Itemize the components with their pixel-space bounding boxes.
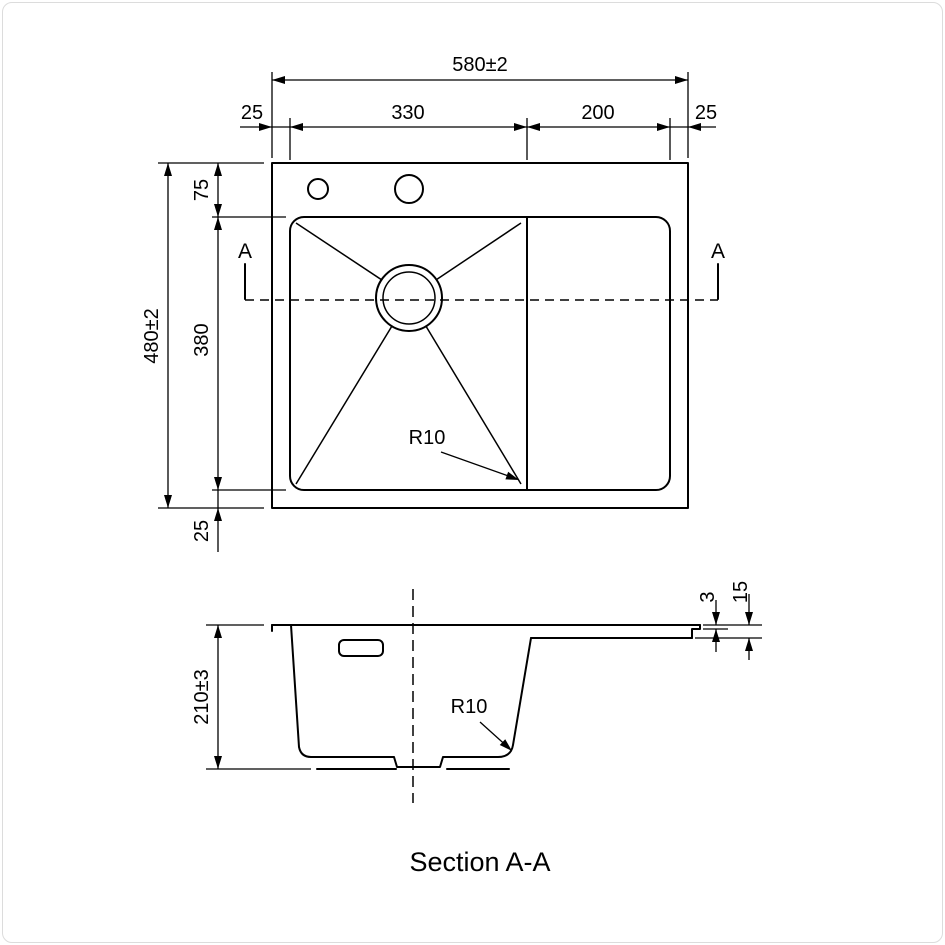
- dim-rim-height: 15: [695, 581, 762, 660]
- dim-rim-height-label: 15: [730, 581, 752, 603]
- section-marker-left: A: [238, 240, 252, 263]
- dim-overall-height-label: 480±2: [141, 308, 163, 363]
- dim-overall-height: 480±2: [141, 162, 264, 509]
- dim-bowl-width-label: 330: [391, 102, 424, 124]
- dim-depth-label: 210±3: [191, 669, 213, 724]
- bowl-outline: [289, 216, 671, 491]
- dim-bottom-margin-label: 25: [191, 520, 213, 542]
- radius-label-top: R10: [409, 427, 446, 449]
- drain-circle-inner: [382, 271, 436, 325]
- drain-circle-outer: [375, 264, 443, 332]
- dim-rim-lip-label: 3: [697, 591, 719, 602]
- dim-left-margin-label: 25: [241, 102, 263, 124]
- faucet-hole-small: [307, 178, 329, 200]
- radius-label-section: R10: [451, 696, 488, 718]
- dim-height-segments: 75 380 25: [191, 163, 286, 552]
- top-view: A A 580±2: [141, 54, 725, 552]
- dim-top-margin-label: 75: [191, 179, 213, 201]
- dim-overall-width-label: 580±2: [452, 54, 507, 76]
- dim-width-segments: 25 330 200 25: [240, 102, 717, 160]
- radius-callout-section: R10: [451, 696, 512, 751]
- section-marker-right: A: [711, 240, 725, 263]
- section-cut-line: A A: [238, 240, 725, 301]
- faucet-hole-large: [394, 174, 424, 204]
- dim-rim-lip: 3: [697, 591, 762, 652]
- sink-outline: [271, 162, 689, 509]
- overflow-hole: [338, 639, 384, 657]
- section-view: 210±3 3 15: [191, 581, 762, 877]
- radius-callout-top: R10: [409, 427, 519, 480]
- dim-depth: 210±3: [191, 624, 311, 770]
- dim-drain-width-label: 200: [581, 102, 614, 124]
- dim-overall-width: 580±2: [271, 54, 689, 158]
- section-caption: Section A-A: [409, 847, 550, 877]
- section-profile: [271, 624, 701, 770]
- dim-bowl-length-label: 380: [191, 323, 213, 356]
- dim-right-margin-label: 25: [695, 102, 717, 124]
